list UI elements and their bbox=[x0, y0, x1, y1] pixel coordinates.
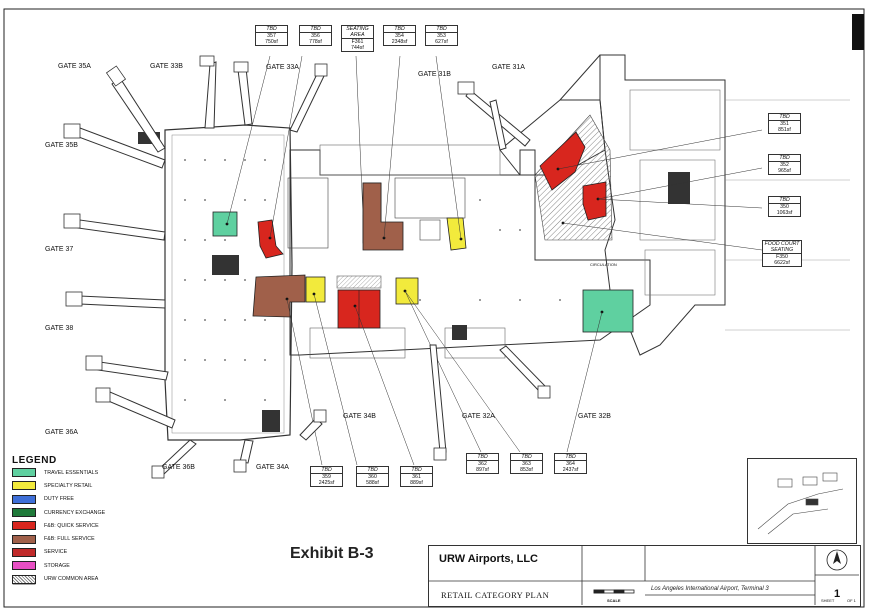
gate-35b-label: GATE 35B bbox=[45, 142, 78, 149]
gate-38-label: GATE 38 bbox=[45, 325, 74, 332]
side-tab bbox=[852, 14, 864, 50]
exhibit-title: Exhibit B-3 bbox=[290, 545, 374, 562]
legend-swatch bbox=[12, 521, 36, 531]
gate-34a-label: GATE 34A bbox=[256, 464, 289, 471]
legend-label: SERVICE bbox=[44, 549, 68, 556]
legend-label: STORAGE bbox=[44, 562, 70, 569]
legend-item: CURRENCY EXCHANGE bbox=[12, 506, 132, 519]
space-351-quick bbox=[539, 131, 586, 191]
legend-swatch bbox=[12, 481, 36, 491]
space-359-full bbox=[252, 274, 306, 318]
gate-34b-label: GATE 34B bbox=[343, 413, 376, 420]
legend-label: TRAVEL ESSENTIALS bbox=[44, 469, 99, 476]
gate-35a-label: GATE 35A bbox=[58, 63, 91, 70]
gate-31a-label: GATE 31A bbox=[492, 64, 525, 71]
legend-item: URW COMMON AREA bbox=[12, 572, 132, 585]
legend-label: DUTY FREE bbox=[44, 496, 74, 503]
legend-label: URW COMMON AREA bbox=[44, 576, 99, 583]
space-362-specialty bbox=[395, 277, 419, 305]
circulation-label: CIRCULATION bbox=[590, 262, 617, 267]
legend-swatch bbox=[12, 547, 36, 557]
legend-title: LEGEND bbox=[12, 455, 57, 466]
space-353-specialty bbox=[446, 217, 467, 251]
title-block: URW Airports, LLC RETAIL CATEGORY PLAN S… bbox=[428, 545, 861, 607]
legend: LEGEND TRAVEL ESSENTIALS SPECIALTY RETAIL… bbox=[12, 455, 132, 586]
gate-32b-label: GATE 32B bbox=[578, 413, 611, 420]
key-map-inset bbox=[747, 458, 857, 544]
legend-label: F&B: QUICK SERVICE bbox=[44, 522, 99, 529]
legend-item: F&B: QUICK SERVICE bbox=[12, 519, 132, 532]
legend-swatch bbox=[12, 494, 36, 504]
company-name: URW Airports, LLC bbox=[439, 553, 538, 565]
legend-item: DUTY FREE bbox=[12, 493, 132, 506]
space-360-specialty bbox=[305, 276, 326, 303]
legend-item: SPECIALTY RETAIL bbox=[12, 479, 132, 492]
sheet-label: SHEET bbox=[821, 598, 835, 603]
legend-swatch bbox=[12, 561, 36, 571]
legend-swatch bbox=[12, 468, 36, 478]
legend-label: SPECIALTY RETAIL bbox=[44, 482, 93, 489]
legend-item: F&B: FULL SERVICE bbox=[12, 532, 132, 545]
legend-item: STORAGE bbox=[12, 559, 132, 572]
legend-label: CURRENCY EXCHANGE bbox=[44, 509, 106, 516]
legend-swatch bbox=[12, 574, 36, 584]
space-357-travel bbox=[212, 211, 238, 237]
gate-36a-label: GATE 36A bbox=[45, 429, 78, 436]
space-364-travel bbox=[582, 289, 634, 333]
gate-37-label: GATE 37 bbox=[45, 246, 74, 253]
gate-33a-label: GATE 33A bbox=[266, 64, 299, 71]
gate-36b-label: GATE 36B bbox=[162, 464, 195, 471]
legend-item: SERVICE bbox=[12, 546, 132, 559]
legend-item: TRAVEL ESSENTIALS bbox=[12, 466, 132, 479]
legend-swatch bbox=[12, 534, 36, 544]
scale-label: SCALE bbox=[607, 598, 621, 603]
legend-label: F&B: FULL SERVICE bbox=[44, 536, 95, 543]
gate-32a-label: GATE 32A bbox=[462, 413, 495, 420]
sheet-of: OF 1 bbox=[847, 598, 856, 603]
central-core bbox=[289, 144, 651, 359]
plan-title: RETAIL CATEGORY PLAN bbox=[441, 590, 550, 600]
space-354-full bbox=[362, 182, 404, 251]
sheet-number: 1 bbox=[834, 588, 841, 600]
legend-swatch bbox=[12, 508, 36, 518]
gate-33b-label: GATE 33B bbox=[150, 63, 183, 70]
airport-name: Los Angeles International Airport, Termi… bbox=[651, 586, 769, 592]
gate-31b-label: GATE 31B bbox=[418, 71, 451, 78]
space-350-quick bbox=[582, 181, 607, 221]
